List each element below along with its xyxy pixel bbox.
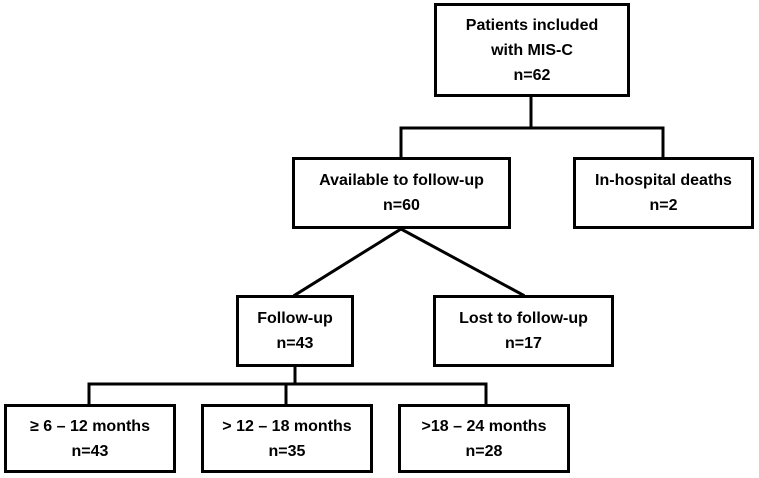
box-available-follow-up: Available to follow-up n=60 [292,157,511,229]
box-in-hospital-deaths: In-hospital deaths n=2 [573,157,754,229]
box-6-12-months-count: n=43 [71,442,109,460]
box-18-24-months-count: n=28 [465,442,503,460]
connector-avail-to-follow [292,226,404,298]
box-18-24-months-title: >18 – 24 months [421,417,547,435]
box-in-hospital-deaths-title: In-hospital deaths [595,172,732,189]
box-patients-included-title-line2: with MIS-C [491,41,573,59]
box-follow-up-count: n=43 [276,335,314,352]
box-18-24-months: >18 – 24 months n=28 [398,404,570,473]
box-lost-to-follow-up: Lost to follow-up n=17 [433,295,614,367]
connector-avail-to-lost [398,226,526,298]
box-available-follow-up-count: n=60 [383,197,420,214]
box-available-follow-up-title: Available to follow-up [319,172,484,189]
box-lost-to-follow-up-count: n=17 [505,335,542,352]
box-12-18-months-title: > 12 – 18 months [222,417,352,435]
box-12-18-months: > 12 – 18 months n=35 [201,404,373,473]
box-follow-up-title: Follow-up [257,310,333,327]
box-patients-included-title: Patients included [465,16,599,34]
box-6-12-months-title: ≥ 6 – 12 months [30,417,150,435]
box-lost-to-follow-up-title: Lost to follow-up [459,310,588,327]
box-patients-included: Patients included with MIS-C n=62 [434,3,630,97]
box-6-12-months: ≥ 6 – 12 months n=43 [4,404,176,473]
box-follow-up: Follow-up n=43 [236,295,354,367]
box-in-hospital-deaths-count: n=2 [649,197,678,214]
box-patients-included-count: n=62 [513,66,551,84]
box-12-18-months-count: n=35 [268,442,306,460]
